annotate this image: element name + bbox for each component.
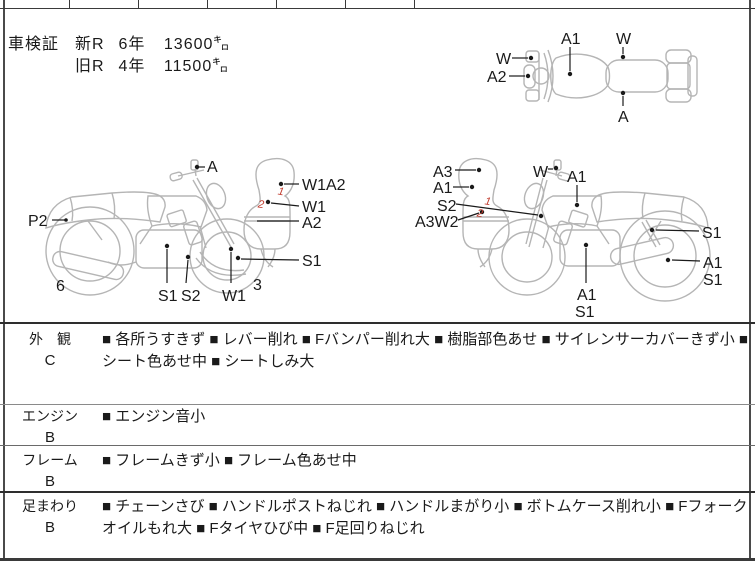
category-name: フレーム [22,452,78,468]
top-row-underline [0,8,755,9]
table-divider [0,404,755,405]
table-divider [0,491,755,493]
top-view-dots [525,54,626,96]
damage-code-label: W1 [302,199,326,216]
red-mark-1: 1 [277,186,285,199]
damage-code-label: S2 [437,198,457,215]
damage-code-label: S1 [575,304,595,320]
sheet-right-border [749,0,751,561]
red-mark-2: 2 [256,198,265,211]
category-name: 外 観 [29,331,71,347]
category-cell: 外 観 C [8,329,92,371]
red-mark-1: 1 [484,195,492,208]
grade-value: C [44,352,56,369]
left-bike-sketch [45,157,295,296]
category-name: 足まわり [22,498,78,514]
damage-code-label: S1 [703,272,723,289]
damage-code-label: A3 [433,164,453,181]
wheel-size-label: 3 [253,277,262,294]
reg-distance: 13600㌔ [163,36,231,53]
red-handwritten-marks: 1 2 [475,195,492,220]
red-handwritten-marks: 1 2 [256,186,285,212]
damage-code-label: S2 [181,288,201,305]
right-bike-dots [469,165,671,263]
defect-items: ■ チェーンさび ■ ハンドルポストねじれ ■ ハンドルまがり小 ■ ボトムケー… [102,498,748,537]
reg-year: 4年 [118,58,146,75]
top-row-divider [69,0,70,8]
damage-code-label: A1 [561,31,581,48]
damage-code-label: A1 [703,255,723,272]
registration-label: 車検証 [8,36,60,53]
defect-items: ■ フレームきず小 ■ フレーム色あせ中 [102,452,357,469]
damage-code-label: P2 [28,213,48,230]
top-row-divider [414,0,415,8]
right-bike-sketch [458,157,711,302]
damage-code-label: A1 [577,287,597,304]
damage-code-label: A [618,109,629,126]
damage-code-label: A1 [567,169,587,186]
table-divider [0,322,755,324]
damage-code-label: W [533,164,549,181]
damage-code-label: S1 [302,253,322,270]
damage-code-label: W1A2 [302,177,346,194]
left-bike-leader-lines [52,166,300,284]
damage-code-label: W1 [222,288,246,305]
grade-value: B [44,429,55,446]
defect-items: ■ 各所うすきず ■ レバー削れ ■ Fバンパー削れ大 ■ 樹脂部色あせ ■ サ… [102,331,748,370]
damage-code-label: A2 [487,69,507,86]
top-row-divider [207,0,208,8]
reg-year: 6年 [118,36,146,53]
damage-code-label: A3W2 [415,214,459,231]
category-cell: 足まわり B [8,496,92,538]
reg-distance: 11500㌔ [163,58,230,75]
category-cell: フレーム B [8,450,92,492]
motorcycle-right-side-diagram: A3 A1 S2 A3W2 W A1 S1 A1 S1 A1 S1 1 2 [415,157,723,320]
reg-era: 旧R [75,58,105,75]
damage-code-label: W [616,31,632,48]
sheet-left-border [3,0,5,561]
defect-items: ■ エンジン音小 [102,408,206,425]
top-view-sketch [523,49,698,103]
grade-value: B [44,519,55,536]
red-mark-2: 2 [475,207,484,220]
top-row-divider [276,0,277,8]
category-name: エンジン [22,408,78,424]
sheet-bottom-border [0,558,755,561]
top-row-divider [345,0,346,8]
damage-code-label: S1 [158,288,178,305]
reg-era: 新R [75,36,105,53]
table-divider [0,445,755,446]
damage-code-label: A [207,159,218,176]
left-bike-dots [64,164,284,261]
top-view-leader-lines [509,47,624,106]
damage-code-label: A2 [302,215,322,232]
motorcycle-left-side-diagram: A P2 6 S1 S2 W1 3 W1A2 W1 A2 S1 1 2 [28,157,346,305]
damage-code-label: A1 [433,180,453,197]
registration-row-old: 旧R 4年 11500㌔ [75,52,229,76]
damage-code-label: W [496,51,512,68]
motorcycle-top-view-diagram: W A2 A1 W A [487,31,698,126]
wheel-size-label: 6 [56,278,65,295]
right-bike-leader-lines [453,168,701,283]
registration-row-new: 新R 6年 13600㌔ [75,30,230,54]
damage-code-label: S1 [702,225,722,242]
grade-value: B [44,473,55,490]
top-row-divider [138,0,139,8]
category-cell: エンジン B [8,406,92,448]
